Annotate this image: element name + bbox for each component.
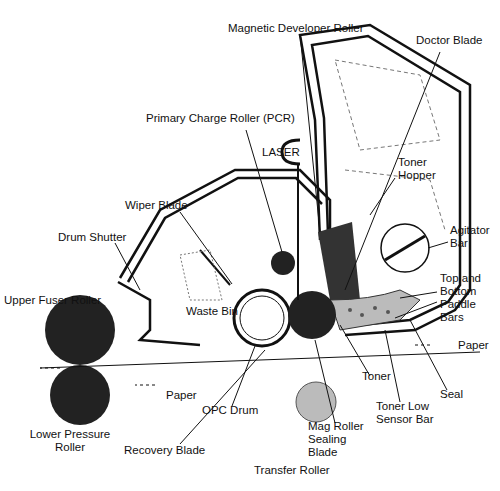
lower-pressure-roller	[50, 365, 110, 425]
magnetic-developer-roller	[288, 291, 336, 339]
part-label: Transfer Roller	[254, 464, 364, 477]
part-label: LASER	[262, 146, 312, 159]
direction-arrow	[135, 385, 155, 386]
toner-reservoir	[330, 290, 420, 330]
hopper-hidden-lines	[335, 60, 440, 150]
part-label: OPC Drum	[202, 404, 272, 417]
part-label: Toner Hopper	[398, 156, 448, 182]
leader-line	[410, 320, 447, 390]
waste-bin	[180, 250, 222, 300]
part-label: Drum Shutter	[58, 231, 138, 244]
leader-lines	[115, 34, 448, 444]
paper-path	[40, 352, 480, 368]
agitator-shaft	[385, 236, 425, 260]
opc-drum-core	[240, 296, 284, 340]
leader-line	[232, 346, 255, 406]
leader-line	[315, 340, 335, 423]
part-label: Toner	[362, 370, 412, 383]
toner-particles	[348, 306, 390, 317]
hopper-detail	[335, 60, 445, 230]
part-label: Paper	[458, 339, 498, 352]
direction-arrow	[40, 368, 60, 369]
leader-line	[340, 325, 370, 376]
part-label: Agitator Bar	[450, 224, 500, 250]
part-label: Mag Roller Sealing Blade	[308, 420, 378, 459]
opc-drum	[234, 290, 290, 346]
part-label: Lower Pressure Roller	[20, 428, 120, 454]
paper-direction	[40, 345, 430, 385]
agitator-bar	[381, 224, 429, 272]
part-label: Recovery Blade	[124, 444, 234, 457]
part-label: Top and Bottom Paddle Bars	[440, 272, 500, 324]
toner-dot	[373, 306, 377, 310]
part-label: Magnetic Developer Roller	[228, 22, 408, 35]
toner-dot	[360, 313, 364, 317]
part-label: Seal	[440, 388, 480, 401]
leader-line	[180, 212, 232, 284]
leader-line	[395, 302, 437, 318]
laser-beam	[297, 164, 299, 300]
doctor-blade-assembly	[318, 222, 360, 300]
part-label: Wiper Blade	[125, 199, 205, 212]
part-label: Waste Bin	[186, 305, 256, 318]
primary-charge-roller	[271, 251, 295, 275]
leader-line	[300, 34, 320, 232]
leader-line	[400, 292, 437, 298]
part-label: Toner Low Sensor Bar	[376, 400, 436, 426]
leader-line	[115, 243, 140, 290]
housing	[118, 25, 470, 345]
part-label: Paper	[166, 389, 206, 402]
drum-housing-inner	[128, 178, 322, 282]
leader-line	[370, 178, 395, 215]
leader-line	[428, 242, 448, 248]
toner-dot	[348, 308, 352, 312]
toner-dot	[386, 310, 390, 314]
wiper-blade	[200, 250, 230, 285]
part-label: Doctor Blade	[416, 34, 500, 47]
part-label: Upper Fuser Roller	[4, 294, 124, 307]
leader-line	[385, 330, 400, 402]
hopper-inner	[312, 36, 460, 326]
part-label: Primary Charge Roller (PCR)	[146, 112, 316, 125]
